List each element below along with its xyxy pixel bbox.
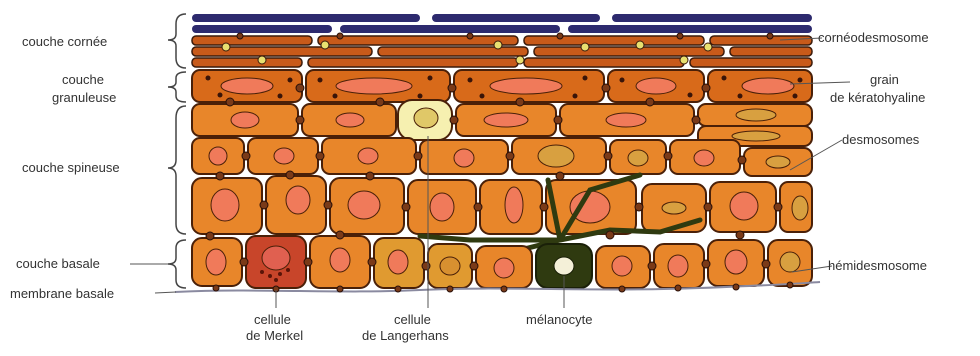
- label-hemidesmosome: hémidesmosome: [828, 258, 927, 273]
- label-langerhans-line2: de Langerhans: [362, 328, 449, 343]
- label-couche-basale: couche basale: [16, 256, 100, 271]
- label-merkel-line2: de Merkel: [246, 328, 303, 343]
- label-couche-granuleuse-line2: granuleuse: [52, 90, 116, 105]
- stratum-spinosum: [192, 100, 812, 234]
- layer-brackets: [168, 14, 186, 288]
- label-langerhans-line1: cellule: [394, 312, 431, 327]
- label-couche-cornee: couche cornée: [22, 34, 107, 49]
- stratum-corneum: [192, 14, 812, 67]
- label-couche-granuleuse-line1: couche: [62, 72, 104, 87]
- label-melanocyte: mélanocyte: [526, 312, 592, 327]
- label-corneodesmosome: cornéodesmosome: [818, 30, 929, 45]
- label-desmosomes: desmosomes: [842, 132, 919, 147]
- label-membrane-basale: membrane basale: [10, 286, 114, 301]
- label-grain-line2: de kératohyaline: [830, 90, 925, 105]
- label-grain-line1: grain: [870, 72, 899, 87]
- label-merkel-line1: cellule: [254, 312, 291, 327]
- label-couche-spineuse: couche spineuse: [22, 160, 120, 175]
- stratum-basale: [192, 236, 812, 288]
- stratum-granulosum: [192, 70, 812, 102]
